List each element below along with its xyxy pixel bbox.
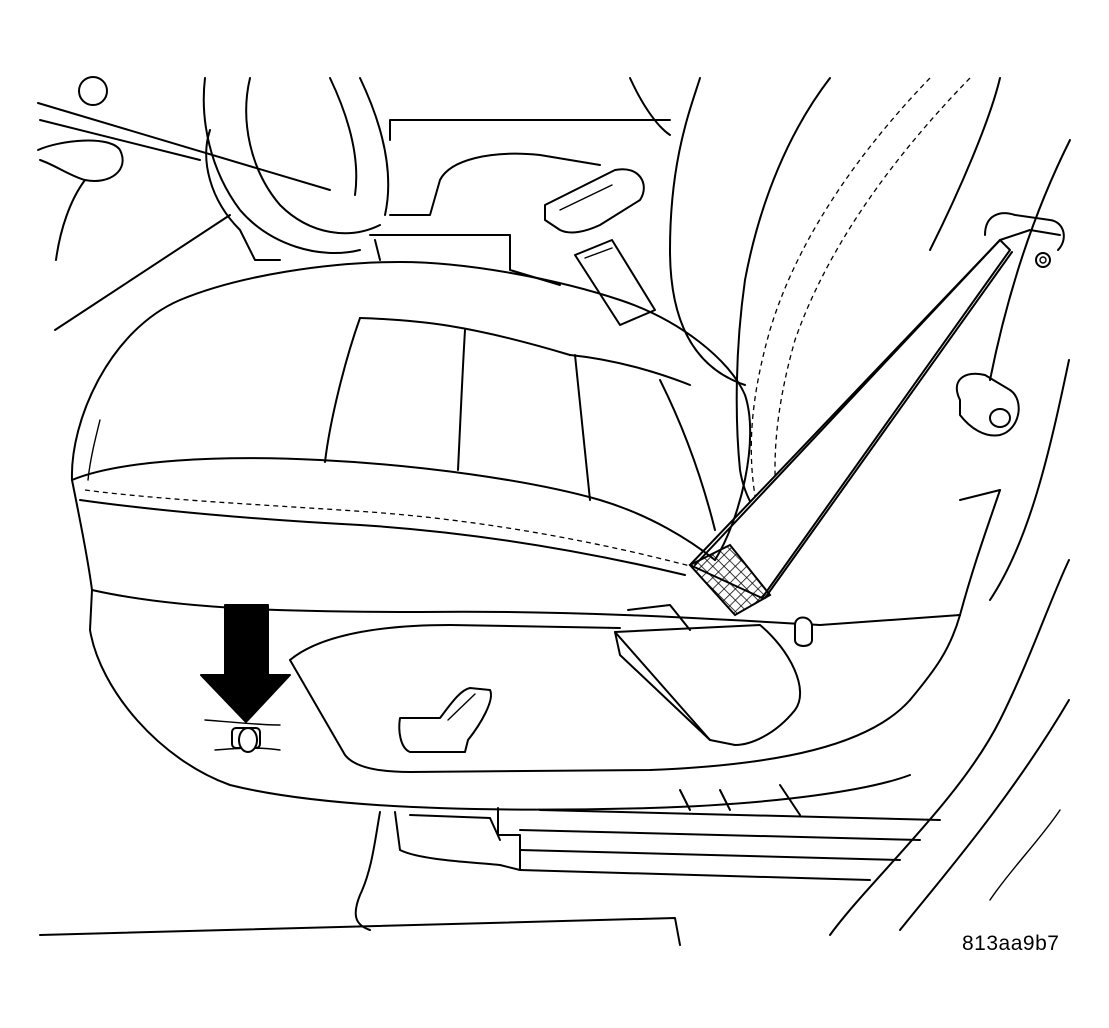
dash-knob-icon [78,76,108,106]
shoulder-belt [688,239,1013,617]
recliner-lever [398,687,492,753]
floor-sill [39,559,1070,946]
seatbelt-buckle [544,168,656,326]
anchor-bolt-icon [1035,252,1051,268]
seat-back [669,77,1071,526]
seat-cushion [70,261,752,591]
anchor-bolt-cap-icon [794,616,813,647]
figure-id-label: 813aa9b7 [962,932,1060,955]
side-shield-screw-icon [238,727,258,753]
seat-side-shield [89,489,1001,811]
webbing-tag [688,543,772,617]
seat-track [354,784,941,931]
dashboard-background [37,76,671,331]
belt-anchor-cover [614,604,813,746]
callout-arrow-icon [200,604,291,723]
lower-anchor-icon [989,408,1011,428]
b-pillar [955,212,1070,601]
